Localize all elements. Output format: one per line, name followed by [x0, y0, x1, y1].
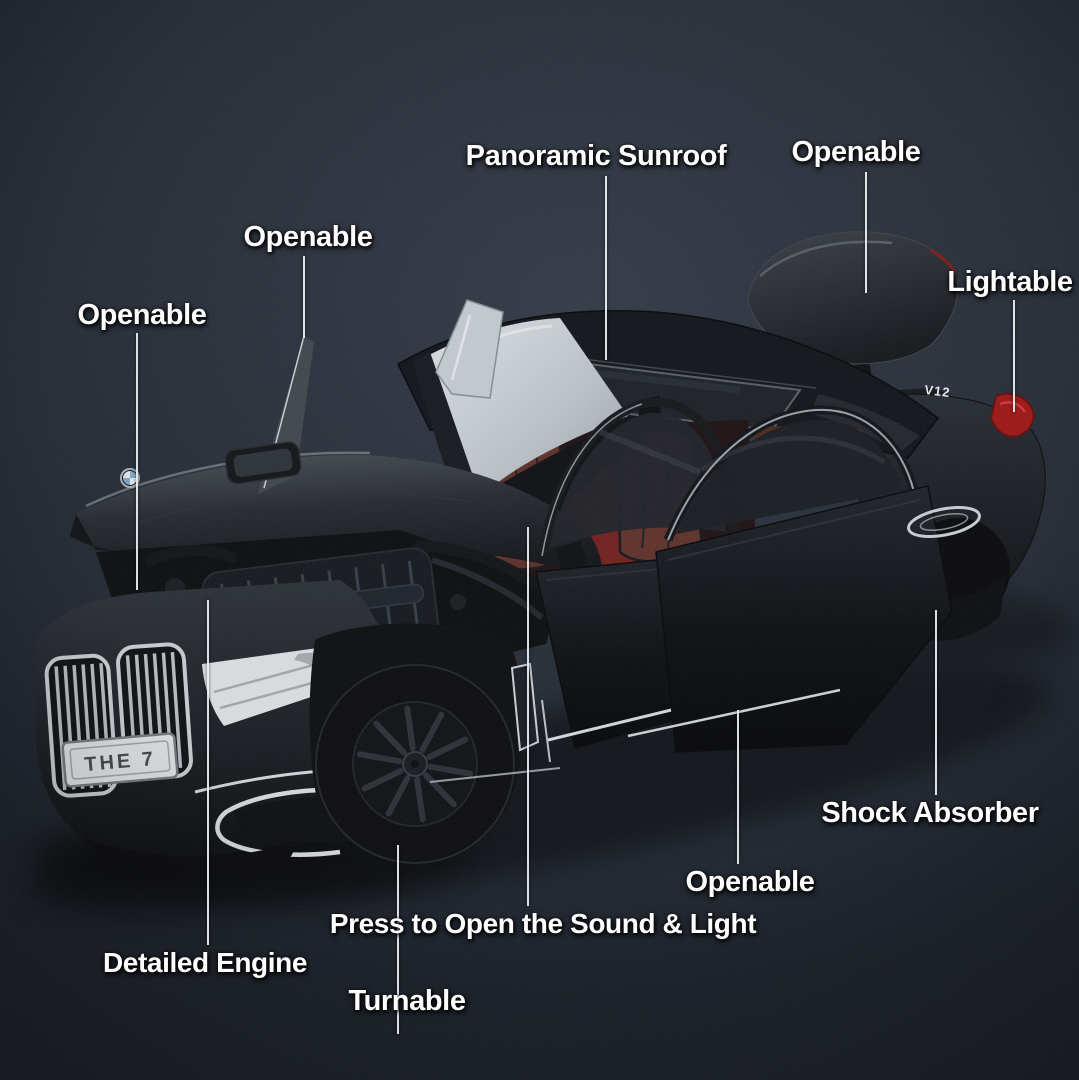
leader-press-sound-light [527, 527, 529, 906]
leader-detailed-engine [207, 600, 209, 945]
label-detailed-engine: Detailed Engine [102, 947, 308, 978]
leader-shock-absorber [935, 610, 937, 795]
label-hood-openable: Openable [77, 299, 207, 331]
leader-trunk-openable [865, 172, 867, 293]
leader-rear-door-openable [737, 710, 739, 864]
leader-turnable [397, 845, 399, 1034]
label-lightable: Lightable [947, 266, 1073, 298]
leader-lightable [1013, 300, 1015, 412]
label-front-window-openable: Openable [243, 221, 373, 253]
label-shock-absorber: Shock Absorber [821, 797, 1039, 829]
leader-front-window-openable [303, 256, 305, 338]
label-trunk-openable: Openable [791, 136, 921, 168]
label-turnable: Turnable [348, 985, 466, 1017]
leader-hood-openable [136, 333, 138, 590]
label-press-sound-light: Press to Open the Sound & Light [329, 908, 757, 939]
leader-panoramic-sunroof [605, 176, 607, 360]
label-rear-door-openable: Openable [685, 866, 815, 898]
label-panoramic-sunroof: Panoramic Sunroof [465, 140, 727, 172]
